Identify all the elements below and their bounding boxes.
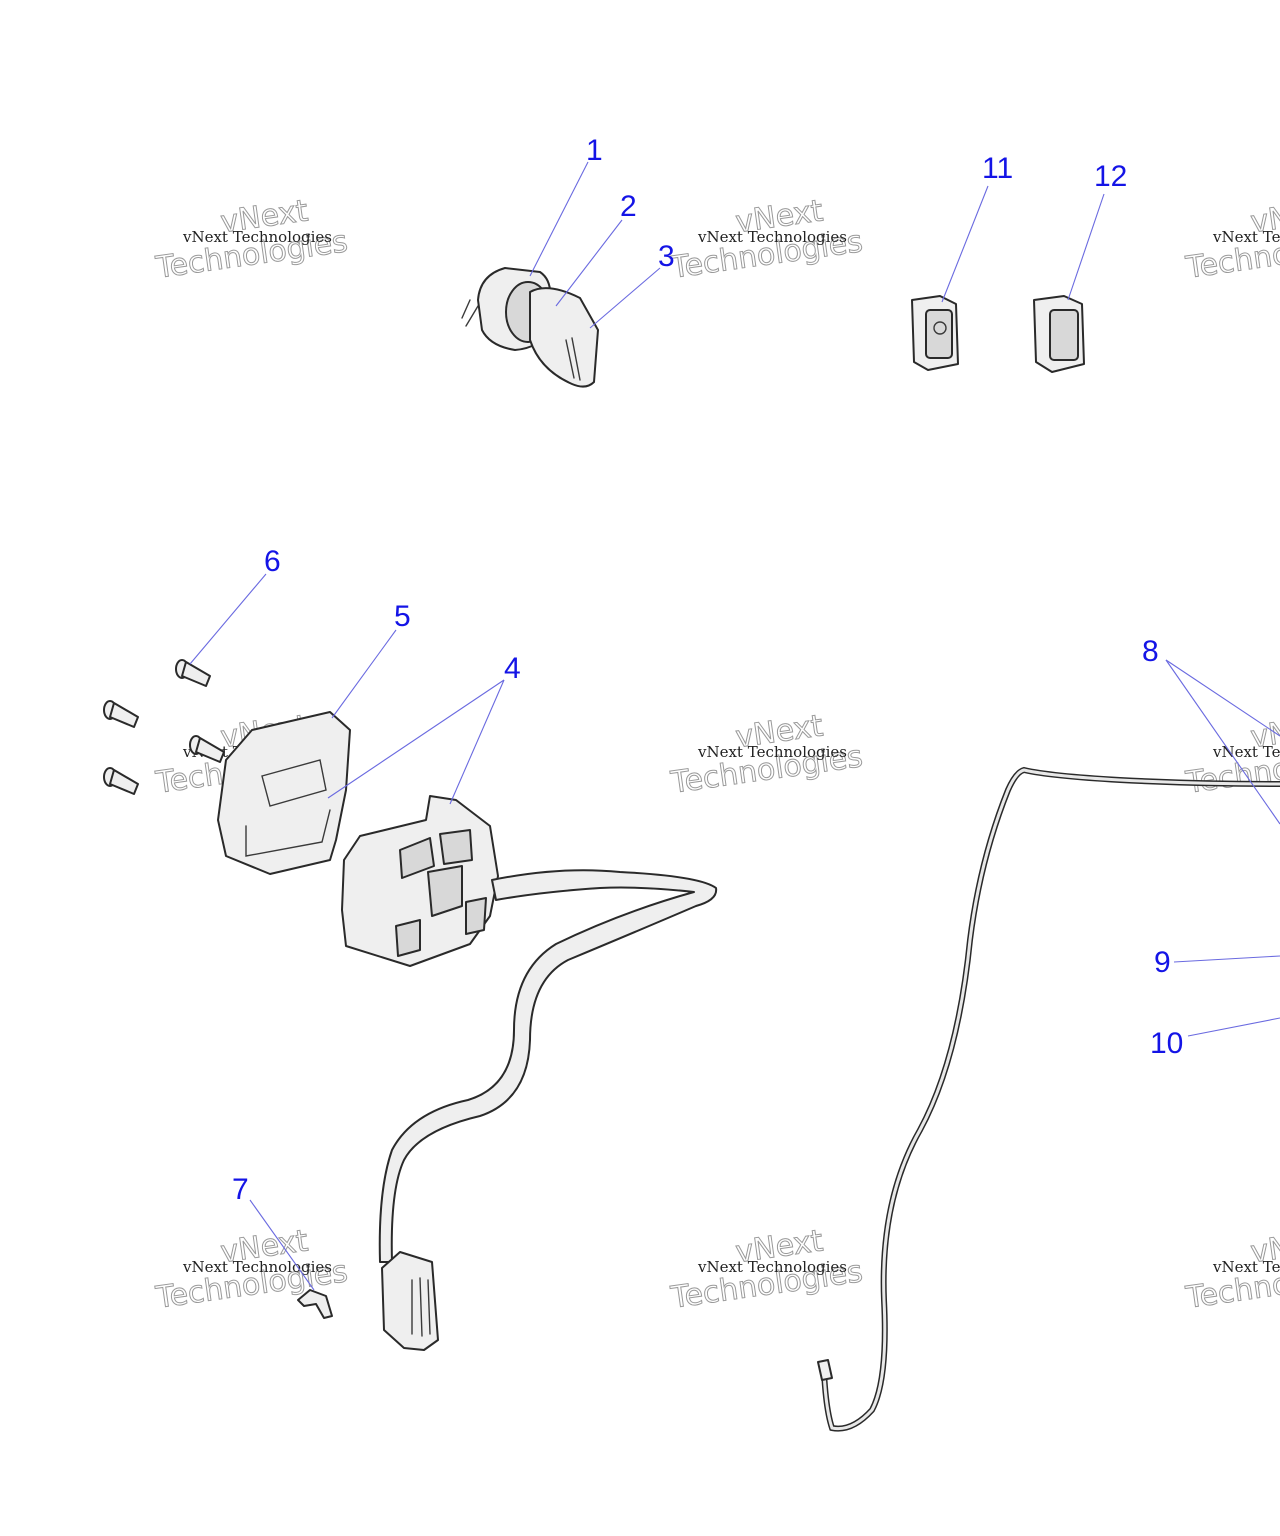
leader-12 xyxy=(1067,193,1105,301)
key-grip-lines xyxy=(565,337,581,381)
screw xyxy=(103,700,139,728)
rocker-switch-11 xyxy=(911,295,959,371)
screw xyxy=(189,735,225,763)
leader-3 xyxy=(589,267,661,329)
callout-1: 1 xyxy=(586,134,603,167)
leader-lines xyxy=(189,161,1280,1291)
leader-5 xyxy=(331,629,397,719)
watermark-text: vNext Technologies xyxy=(697,1258,847,1276)
callout-11: 11 xyxy=(982,152,1013,185)
watermark-top-center: vNext Technologies vNext Technologies xyxy=(668,193,866,286)
leader-2 xyxy=(555,219,623,307)
callout-3: 3 xyxy=(658,240,675,273)
clip-body xyxy=(297,1289,333,1319)
leader-11 xyxy=(941,185,989,303)
cable-core xyxy=(822,768,1280,1431)
callout-12: 12 xyxy=(1094,160,1127,193)
screw xyxy=(103,767,139,795)
leader-10 xyxy=(1187,1017,1280,1037)
cover-recess xyxy=(261,759,327,807)
harness-clip xyxy=(297,1289,333,1319)
callout-4: 4 xyxy=(504,652,521,685)
callout-5: 5 xyxy=(394,600,411,633)
cover-opening xyxy=(245,809,331,857)
callout-10: 10 xyxy=(1150,1027,1183,1060)
cluster-button-left xyxy=(399,837,435,879)
leader-4a xyxy=(327,679,505,799)
rocker-switch-12 xyxy=(1033,295,1085,373)
switch-12-face xyxy=(1049,309,1079,361)
watermark-top-right: vNext Technologies vNext Technologies xyxy=(1183,193,1280,286)
callout-9: 9 xyxy=(1154,946,1171,979)
watermark-bottom-center: vNext Technologies vNext Technologies xyxy=(668,1223,866,1316)
watermark-text: vNext Technologies xyxy=(182,228,332,246)
callout-labels: 1 2 3 4 5 6 7 8 9 10 11 12 xyxy=(232,134,1183,1206)
cluster-button-lower xyxy=(395,919,421,957)
callout-6: 6 xyxy=(264,545,281,578)
cluster-button-center xyxy=(427,865,463,917)
watermark-text: vNext Technologies xyxy=(697,228,847,246)
leader-9 xyxy=(1173,955,1280,963)
cluster-button-side xyxy=(465,897,487,935)
switch-terminals xyxy=(461,299,479,327)
screw xyxy=(175,659,211,687)
screws xyxy=(103,659,225,795)
light-symbol-icon xyxy=(933,321,947,335)
harness-cable xyxy=(378,869,718,1263)
callout-8: 8 xyxy=(1142,635,1159,668)
watermark-text: vNext Technologies xyxy=(1212,1258,1280,1276)
cable-outline xyxy=(821,766,1280,1432)
cluster-button-right xyxy=(439,829,473,865)
leader-7 xyxy=(249,1199,315,1291)
callout-7: 7 xyxy=(232,1173,249,1206)
watermark-text: vNext Technologies xyxy=(182,1258,332,1276)
leader-8b xyxy=(1165,659,1280,825)
cable-end xyxy=(817,1359,833,1381)
watermark-mid-right: vNext Technologies vNext Technologies xyxy=(1183,708,1280,801)
throttle-cable xyxy=(817,766,1280,1432)
cover-shell xyxy=(217,711,351,875)
watermark-text: vNext Technologies xyxy=(697,743,847,761)
watermark-bottom-right: vNext Technologies vNext Technologies xyxy=(1183,1223,1280,1316)
ignition-key xyxy=(529,287,599,388)
watermark-top-left: vNext Technologies vNext Technologies xyxy=(153,193,351,286)
leader-4b xyxy=(449,679,505,805)
connector-pins xyxy=(411,1277,431,1337)
watermark-text: vNext Technologies xyxy=(1212,743,1280,761)
ignition-switch-assembly xyxy=(461,267,599,388)
leader-1 xyxy=(529,161,589,277)
watermark-text: vNext Technologies xyxy=(1212,228,1280,246)
watermark-mid-center: vNext Technologies vNext Technologies xyxy=(668,708,866,801)
leader-6 xyxy=(189,573,267,665)
switch-harness xyxy=(378,869,718,1351)
switch-housing-cover xyxy=(217,711,351,875)
leader-8a xyxy=(1165,659,1280,737)
handlebar-switch-cluster xyxy=(341,795,499,967)
harness-connector xyxy=(381,1251,439,1351)
callout-2: 2 xyxy=(620,190,637,223)
